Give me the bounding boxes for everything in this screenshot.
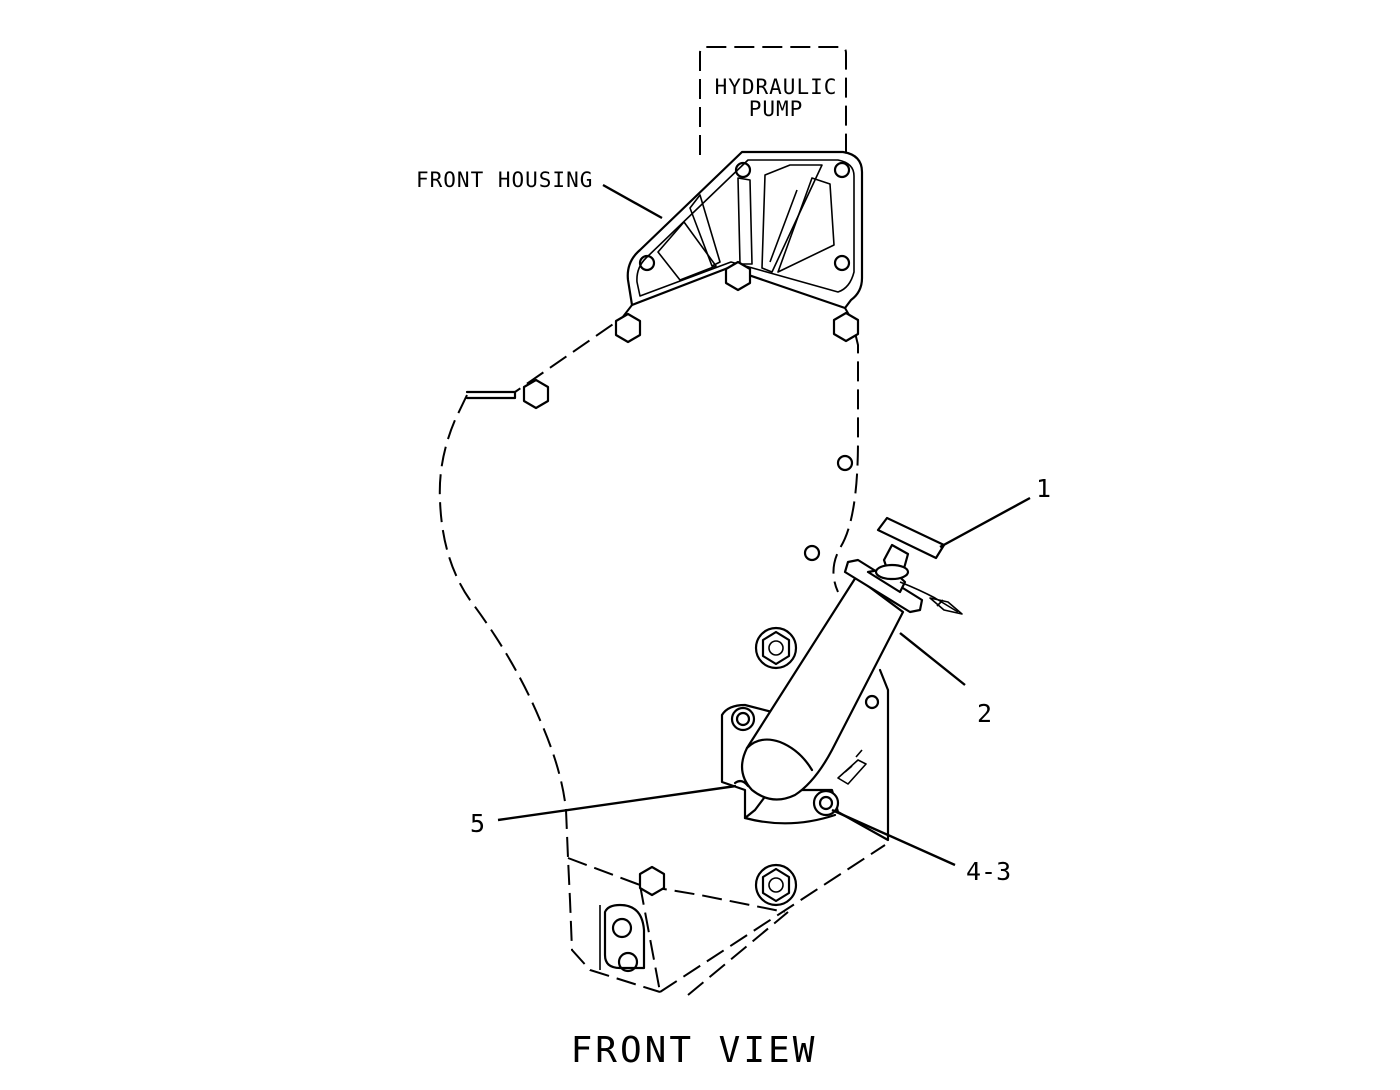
drain-notch bbox=[733, 779, 750, 788]
hydraulic-pump-outline bbox=[699, 46, 847, 155]
leader-4-3 bbox=[831, 808, 956, 867]
hose-clip bbox=[837, 749, 867, 785]
leader-1 bbox=[939, 496, 1031, 549]
bolt bbox=[724, 260, 752, 292]
hydraulic-pump-label-line1: HYDRAULIC bbox=[715, 75, 838, 99]
plug-fitting bbox=[812, 789, 840, 817]
bolt-heads bbox=[522, 260, 860, 897]
front-housing-label: FRONT HOUSING bbox=[416, 168, 593, 192]
leader-front-housing bbox=[602, 183, 663, 220]
leader-2 bbox=[899, 632, 966, 686]
nut-washer bbox=[754, 863, 798, 907]
bolt bbox=[832, 311, 860, 343]
callout-1: 1 bbox=[1036, 474, 1051, 503]
callout-4-3: 4-3 bbox=[966, 857, 1011, 886]
cap-tether bbox=[899, 581, 963, 615]
small-nut bbox=[730, 706, 756, 732]
bolt bbox=[638, 865, 666, 897]
callout-2: 2 bbox=[977, 699, 992, 728]
front-housing-plate bbox=[626, 150, 864, 310]
bolt bbox=[614, 312, 642, 344]
hydraulic-pump-label-line2: PUMP bbox=[749, 97, 804, 121]
fill-tube bbox=[740, 575, 905, 801]
housing-corner-tab bbox=[465, 390, 517, 400]
bolt bbox=[522, 378, 550, 410]
bolt-holes bbox=[638, 161, 880, 710]
front-housing-body bbox=[438, 304, 886, 996]
bottom-bracket bbox=[599, 903, 646, 973]
callout-5: 5 bbox=[470, 809, 485, 838]
leader-5 bbox=[497, 784, 737, 822]
fill-cap bbox=[874, 516, 946, 581]
view-caption: FRONT VIEW bbox=[571, 1030, 818, 1071]
nut-washer bbox=[754, 626, 798, 670]
